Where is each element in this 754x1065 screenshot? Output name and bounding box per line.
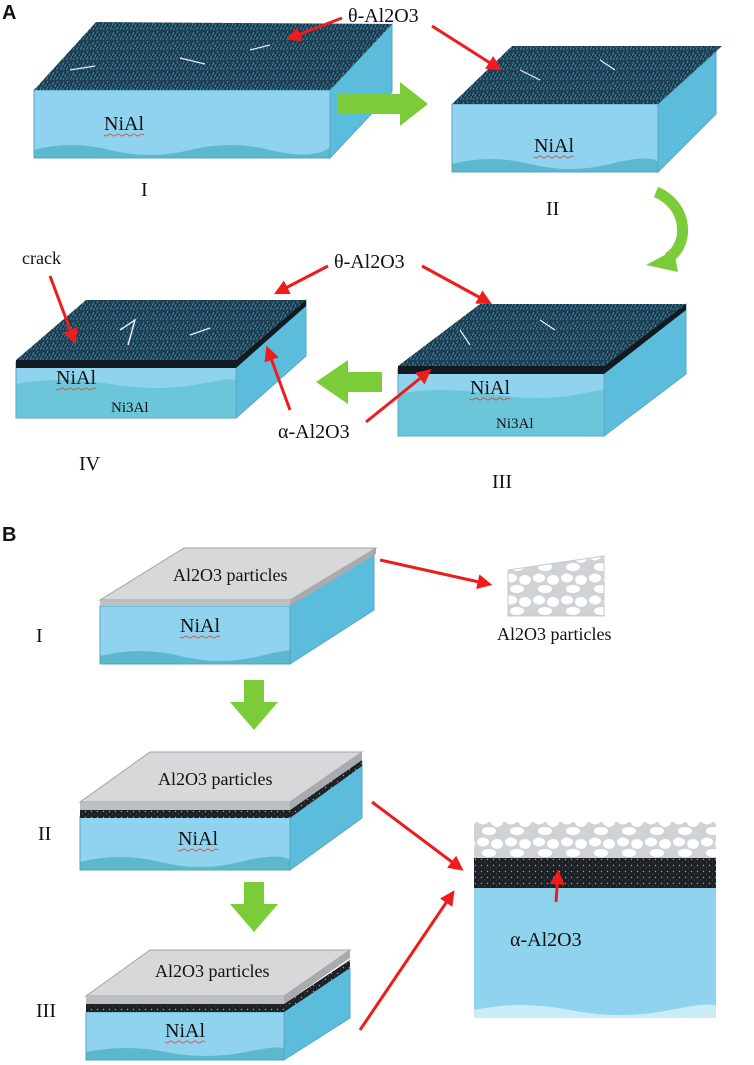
spellcheck-underline: [179, 635, 221, 639]
red-arrow: [365, 369, 432, 424]
panel-b-stage-1-block: [98, 547, 378, 665]
panel-a-stage-4-nial: NiAl: [56, 367, 96, 389]
panel-b-inset-particles-label: Al2O3 particles: [497, 624, 611, 644]
panel-a-stage-3-block: [397, 302, 687, 438]
panel-b-stage-2-label: II: [38, 823, 51, 845]
red-arrow: [421, 264, 492, 305]
red-arrow: [264, 345, 292, 411]
red-arrow: [274, 264, 329, 295]
panel-b-stage-2-block: [78, 751, 364, 871]
red-arrow: [549, 869, 565, 903]
red-arrow: [285, 16, 343, 42]
red-arrow: [379, 558, 493, 590]
spellcheck-underline: [164, 1040, 206, 1044]
panel-a-theta-label-middle: θ-Al2O3: [334, 251, 405, 273]
panel-b-stage-1-nial: NiAl: [180, 615, 220, 637]
spellcheck-underline: [533, 155, 575, 159]
panel-b-stage-1-label: I: [36, 625, 43, 647]
green-arrow-left: [316, 360, 382, 404]
panel-b-stage-1-particles: Al2O3 particles: [173, 565, 287, 585]
panel-a-stage-2-block: [451, 46, 722, 174]
panel-b-alpha-label: α-Al2O3: [510, 929, 582, 951]
panel-b-stage-3-block: [84, 949, 352, 1061]
green-arrow-down: [230, 680, 278, 730]
panel-b-stage-2-nial: NiAl: [178, 828, 218, 850]
panel-b-stage-3-label: III: [36, 1000, 56, 1022]
spellcheck-underline: [103, 133, 145, 137]
panel-b-particles-inset: [507, 555, 605, 617]
panel-a-stage-4-label: IV: [79, 453, 101, 475]
red-arrow: [431, 24, 502, 71]
panel-a-stage-4-ni3al: Ni3Al: [111, 400, 149, 416]
panel-a-stage-4-block: [15, 298, 307, 420]
panel-a-stage-2-nial: NiAl: [534, 135, 574, 157]
green-arrow-down: [230, 882, 278, 932]
panel-a-stage-1-nial: NiAl: [104, 113, 144, 135]
green-arrow-right: [338, 82, 428, 126]
spellcheck-underline: [177, 848, 219, 852]
panel-a-stage-3-label: III: [492, 471, 512, 493]
panel-a-alpha-label: α-Al2O3: [278, 421, 350, 443]
panel-b-stage-3-particles: Al2O3 particles: [155, 961, 269, 981]
panel-b-stage-2-particles: Al2O3 particles: [158, 769, 272, 789]
panel-a-stage-3-nial: NiAl: [470, 377, 510, 399]
panel-b-cross-section-inset: [474, 822, 717, 1018]
panel-a-stage-1-label: I: [141, 179, 148, 201]
green-curved-arrow: [653, 186, 689, 263]
panel-a-stage-1-block: [33, 22, 393, 160]
spellcheck-underline: [55, 387, 97, 391]
panel-b-letter: B: [2, 524, 16, 546]
panel-a-stage-2-label: II: [546, 198, 559, 220]
panel-a-crack-label: crack: [22, 248, 61, 268]
panel-a-stage-3-ni3al: Ni3Al: [496, 416, 534, 432]
red-arrow: [48, 275, 78, 345]
panel-b-stage-3-nial: NiAl: [165, 1020, 205, 1042]
spellcheck-underline: [469, 397, 511, 401]
red-arrow: [371, 800, 464, 871]
panel-a-theta-label-top: θ-Al2O3: [348, 5, 419, 27]
panel-a-letter: A: [2, 2, 16, 24]
red-arrow: [358, 890, 455, 1031]
